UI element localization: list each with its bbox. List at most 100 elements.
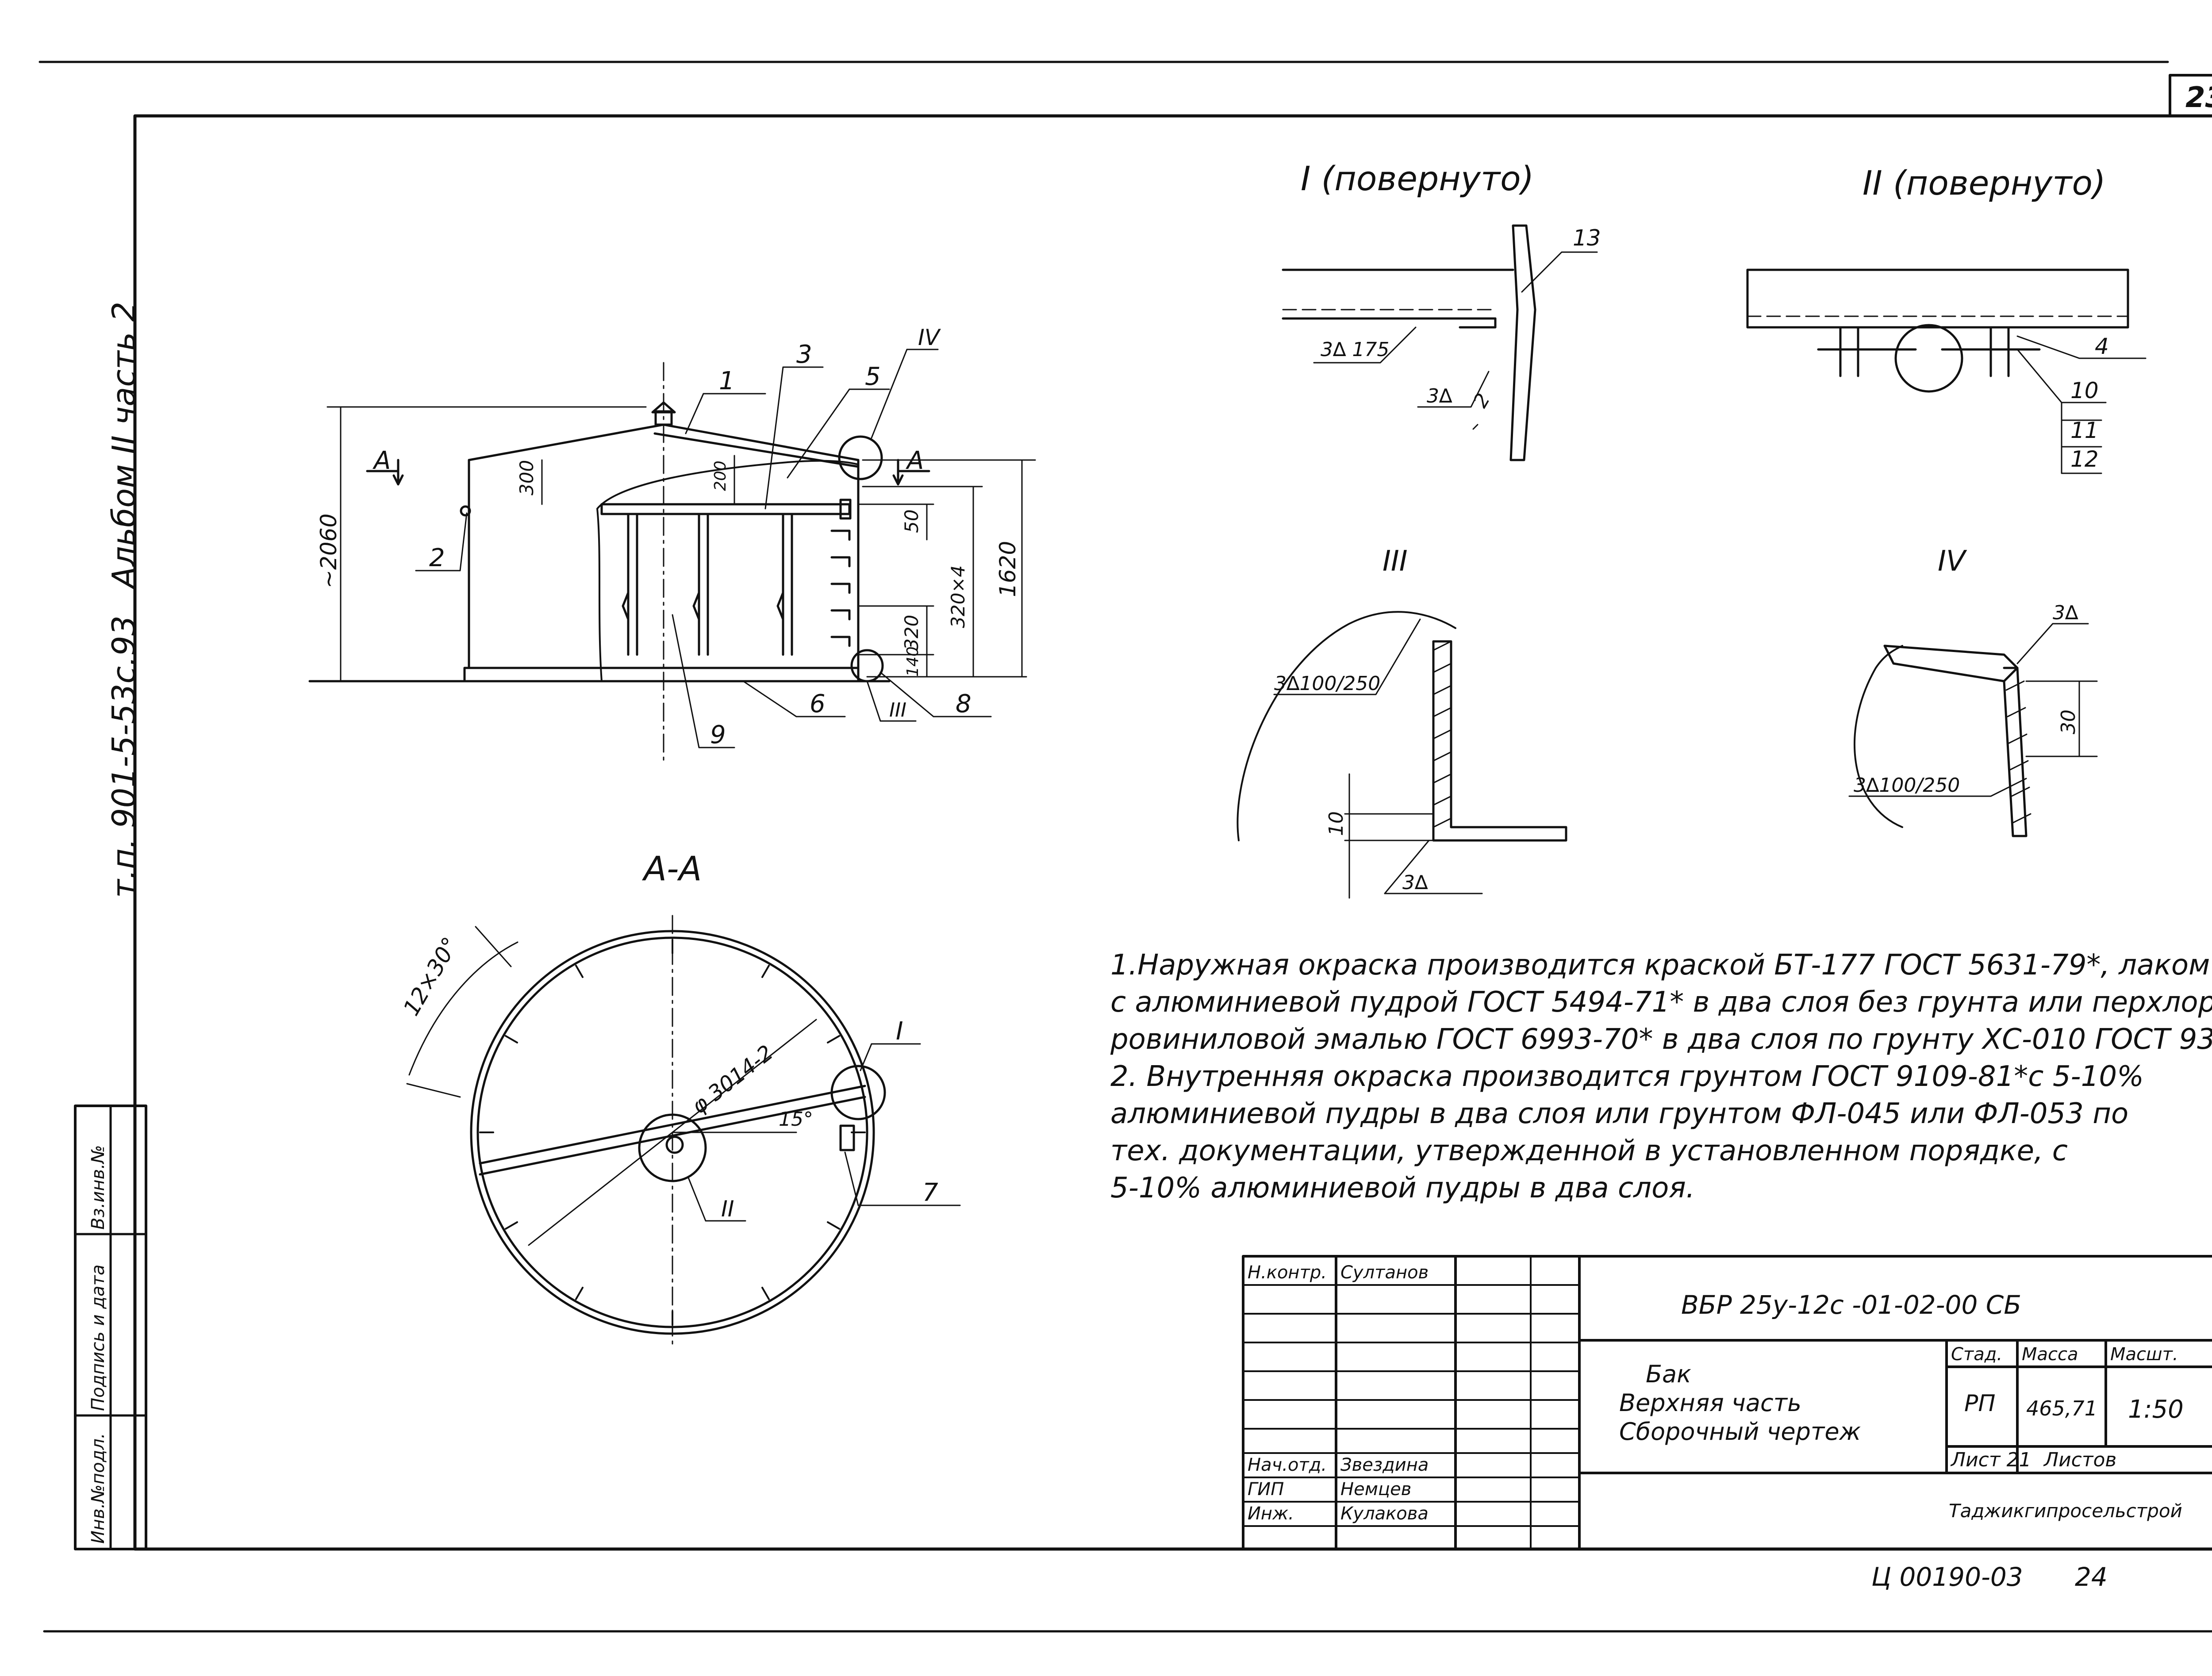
section-aa bbox=[406, 915, 961, 1350]
callout-2-i: 2 bbox=[1469, 390, 1494, 412]
break-line-iv bbox=[1854, 645, 1903, 828]
note-line-3: ровиниловой эмалью ГОСТ 6993-70* в два с… bbox=[1110, 1023, 2212, 1056]
tb-name-4: Кулакова bbox=[1340, 1503, 1429, 1524]
callout-3: 3 bbox=[796, 340, 812, 369]
side-stamp-sign: Подпись и дата bbox=[88, 1265, 108, 1411]
detail-3-title: III bbox=[1382, 545, 1408, 578]
tb-name-line3: Сборочный чертеж bbox=[1619, 1418, 1861, 1446]
detail-ii bbox=[1746, 268, 2147, 474]
callout-10: 10 bbox=[2070, 378, 2099, 403]
wall-brackets bbox=[830, 529, 851, 647]
side-nozzle bbox=[460, 505, 471, 517]
tb-name-2: Звездина bbox=[1340, 1455, 1429, 1475]
dim-2060: ~2060 bbox=[316, 514, 342, 588]
cutaway-boundary bbox=[596, 460, 859, 682]
detail-ii-leaders bbox=[2016, 335, 2147, 474]
tank-elevation bbox=[308, 349, 1036, 762]
tb-scale: 1:50 bbox=[2128, 1395, 2184, 1424]
tb-designation: ВБР 25у-12с -01-02-00 СБ bbox=[1681, 1290, 2021, 1320]
general-notes: 1.Наружная окраска производится краской … bbox=[1110, 947, 2212, 1207]
detail-2-title: II (повернуто) bbox=[1863, 163, 2106, 203]
dim-140: 140 bbox=[904, 646, 922, 677]
note-line-5: алюминиевой пудры в два слоя или грунтом… bbox=[1110, 1097, 2129, 1130]
tb-name-line2: Верхняя часть bbox=[1619, 1389, 1801, 1417]
wall-plate bbox=[1509, 224, 1536, 461]
angle-stiffener bbox=[1445, 317, 1497, 329]
break-line-iii bbox=[1237, 611, 1456, 841]
wall-iii bbox=[1432, 640, 1567, 842]
page-number-box bbox=[2169, 74, 2212, 117]
tank-base-plate bbox=[463, 667, 860, 683]
angle-arc-12x30 bbox=[408, 941, 518, 1076]
callout-12: 12 bbox=[2070, 446, 2099, 472]
weld-3-i: 3∆ bbox=[1427, 385, 1452, 407]
dim-50: 50 bbox=[901, 510, 922, 533]
project-code: т.п. 901-5-53с.93 bbox=[105, 615, 142, 898]
post-bend bbox=[622, 591, 784, 621]
detail-iv-dims bbox=[1848, 623, 2098, 797]
dim-angle-15: 15° bbox=[779, 1108, 813, 1131]
wall-iv bbox=[2003, 667, 2028, 837]
section-a-left: А bbox=[373, 446, 391, 475]
detail-iv bbox=[1848, 623, 2098, 837]
callout-iii: III bbox=[889, 699, 906, 721]
note-line-1: 1.Наружная окраска производится краской … bbox=[1110, 949, 2212, 982]
note-line-4: 2. Внутренняя окраска производится грунт… bbox=[1110, 1060, 2144, 1093]
plan-beam-a bbox=[479, 1085, 866, 1165]
tb-rows bbox=[1242, 1284, 1580, 1527]
callout-i: I bbox=[896, 1017, 903, 1046]
weld-100-250-iv: 3∆100/250 bbox=[1854, 774, 1960, 797]
callout-5: 5 bbox=[865, 362, 881, 391]
detail-i-leaders bbox=[1313, 251, 1598, 430]
tb-role-2: Нач.отд. bbox=[1248, 1455, 1327, 1475]
section-mark-left bbox=[366, 459, 404, 486]
hatch-7 bbox=[839, 1124, 855, 1151]
section-title: А-А bbox=[641, 849, 702, 888]
callout-2: 2 bbox=[429, 544, 445, 572]
callout-8: 8 bbox=[956, 690, 972, 718]
callout-11: 11 bbox=[2070, 418, 2099, 443]
bolts-ii bbox=[1839, 326, 2010, 377]
center-hub bbox=[665, 1135, 684, 1154]
detail-i bbox=[1282, 224, 1598, 461]
side-stamp-vz: Вз.инв.№ bbox=[88, 1145, 108, 1230]
dim-1620: 1620 bbox=[995, 541, 1021, 597]
plan-beam-b bbox=[479, 1096, 866, 1176]
dim-10: 10 bbox=[1325, 811, 1348, 836]
album-title: Альбом II часть 2 bbox=[105, 302, 142, 590]
note-line-6: тех. документации, утвержденной в устано… bbox=[1110, 1135, 2068, 1167]
tb-col-stage: Стад. bbox=[1951, 1344, 2002, 1365]
bottom-sheet: 24 bbox=[2075, 1562, 2108, 1592]
dim-angle-12x30: 12×30° bbox=[398, 933, 463, 1020]
tb-sheet: Лист 21 bbox=[1950, 1449, 2031, 1471]
dim-320x4: 320×4 bbox=[947, 565, 969, 628]
hatch-iv bbox=[2005, 680, 2032, 824]
tb-name-3: Немцев bbox=[1340, 1479, 1411, 1500]
callout-13: 13 bbox=[1573, 225, 1601, 251]
weld-3-iv: 3∆ bbox=[2053, 602, 2078, 624]
tb-col-scale: Масшт. bbox=[2110, 1344, 2178, 1365]
pipe-ii bbox=[1894, 324, 1963, 393]
title-block-outer bbox=[1242, 1255, 2212, 1550]
dim-ext-right bbox=[857, 459, 1036, 678]
callout-6: 6 bbox=[810, 690, 826, 718]
page-number: 23 bbox=[2185, 81, 2212, 114]
inner-beam bbox=[600, 503, 851, 515]
section-mark-right bbox=[892, 459, 930, 486]
dim-30: 30 bbox=[2057, 710, 2080, 734]
tb-name-line1: Бак bbox=[1646, 1360, 1691, 1388]
dim-320: 320 bbox=[901, 615, 922, 650]
callout-7: 7 bbox=[922, 1178, 938, 1207]
tb-organization: Таджикгипросельстрой bbox=[1949, 1500, 2182, 1522]
dim-200: 200 bbox=[711, 460, 730, 491]
detail-iii-dims bbox=[1273, 618, 1483, 899]
tb-role-3: ГИП bbox=[1248, 1479, 1284, 1500]
plan-leaders bbox=[687, 1043, 961, 1222]
angle-ext bbox=[406, 926, 512, 1098]
detail-iii bbox=[1237, 611, 1567, 899]
callout-ii: II bbox=[721, 1196, 734, 1222]
note-line-2: с алюминиевой пудрой ГОСТ 5494-71* в два… bbox=[1110, 986, 2212, 1019]
weld-175: 3∆ 175 bbox=[1321, 338, 1389, 361]
bottom-code: Ц 00190-03 bbox=[1871, 1562, 2023, 1592]
